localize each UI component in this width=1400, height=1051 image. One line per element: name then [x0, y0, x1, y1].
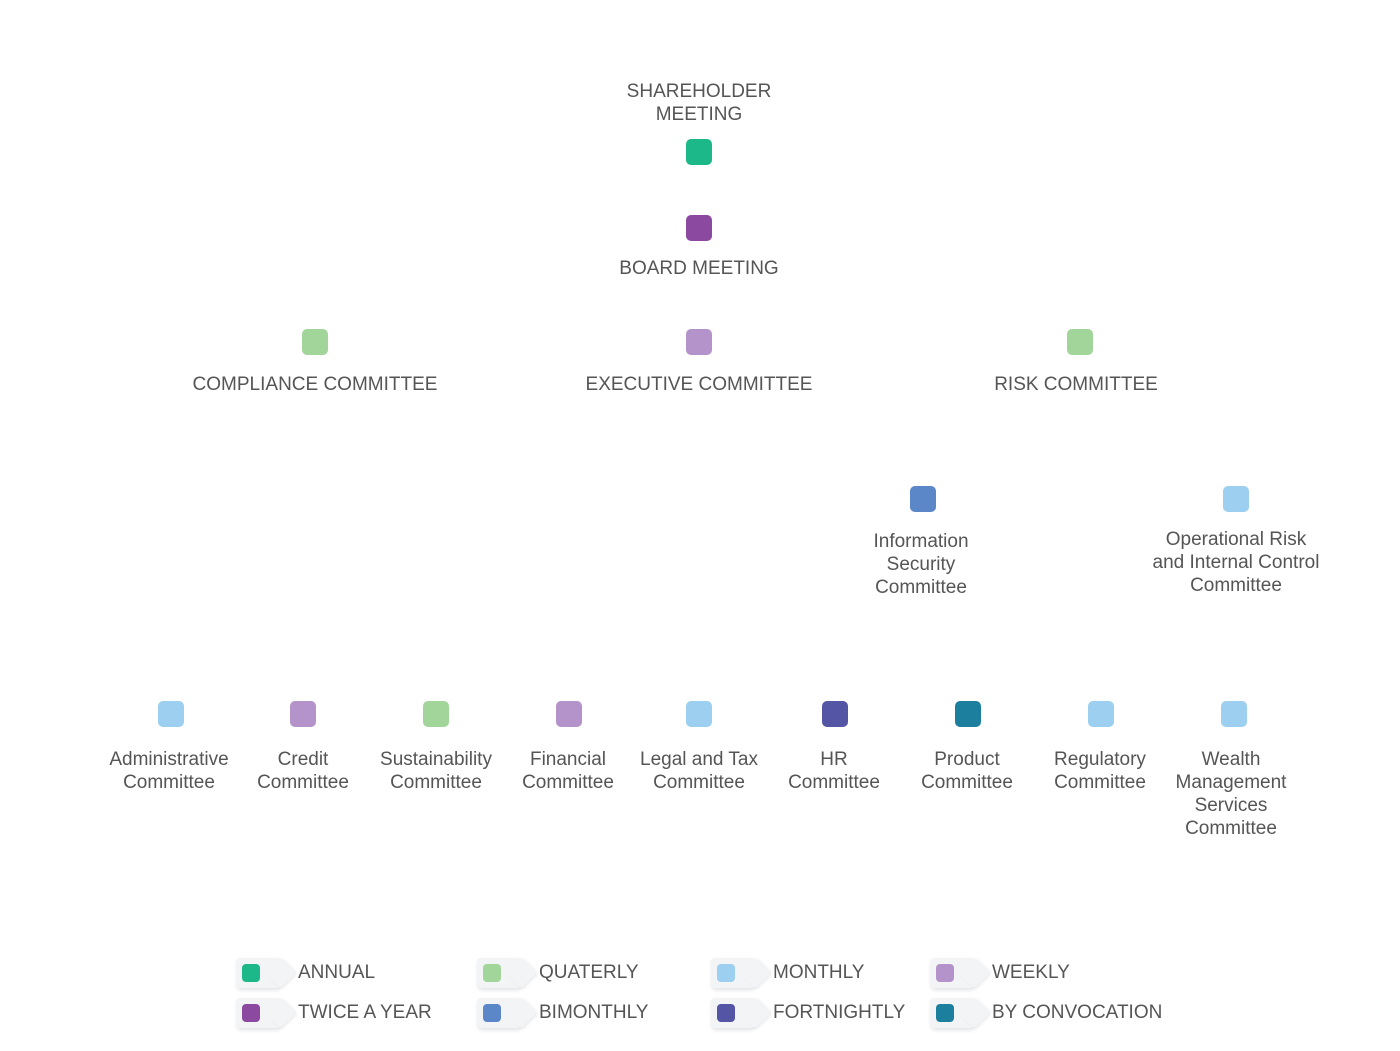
administrative-committee-marker [158, 701, 184, 727]
financial-committee-label: Financial Committee [522, 749, 614, 793]
credit-committee-label: Credit Committee [257, 749, 349, 793]
legend-label: QUATERLY [539, 962, 639, 983]
wealth-management-committee-marker [1221, 701, 1247, 727]
compliance-committee-marker [302, 329, 328, 355]
legend-color-swatch [936, 964, 954, 982]
legend-label: TWICE A YEAR [298, 1002, 432, 1023]
legend-tag [711, 998, 755, 1028]
legend-label: ANNUAL [298, 962, 376, 983]
compliance-committee-label: COMPLIANCE COMMITTEE [192, 374, 438, 395]
legend-label: FORTNIGHTLY [773, 1002, 906, 1023]
information-security-committee-marker [910, 486, 936, 512]
board-meeting-marker [686, 215, 712, 241]
legend-label: MONTHLY [773, 962, 865, 983]
legend-color-swatch [717, 964, 735, 982]
shareholder-meeting-label: SHAREHOLDER MEETING [626, 81, 772, 125]
legend-tag [236, 998, 280, 1028]
legend-tag [477, 998, 521, 1028]
product-committee-label: Product Committee [921, 749, 1013, 793]
legend-color-swatch [242, 964, 260, 982]
information-security-committee-label: Information Security Committee [873, 531, 969, 598]
executive-committee-marker [686, 329, 712, 355]
legend-tag [930, 958, 974, 988]
hr-committee-marker [822, 701, 848, 727]
sustainability-committee-label: Sustainability Committee [380, 749, 492, 793]
legend-label: WEEKLY [992, 962, 1070, 983]
legal-tax-committee-label: Legal and Tax Committee [640, 749, 758, 793]
legend-color-swatch [483, 1004, 501, 1022]
legend-tag [711, 958, 755, 988]
legend-label: BIMONTHLY [539, 1002, 649, 1023]
legal-tax-committee-marker [686, 701, 712, 727]
financial-committee-marker [556, 701, 582, 727]
shareholder-meeting-marker [686, 139, 712, 165]
executive-committee-label: EXECUTIVE COMMITTEE [585, 374, 813, 395]
wealth-management-committee-label: Wealth Management Services Committee [1175, 749, 1287, 839]
product-committee-marker [955, 701, 981, 727]
operational-risk-committee-marker [1223, 486, 1249, 512]
legend-tag [236, 958, 280, 988]
legend-tag [477, 958, 521, 988]
legend-color-swatch [483, 964, 501, 982]
legend-color-swatch [717, 1004, 735, 1022]
legend-color-swatch [936, 1004, 954, 1022]
legend-label: BY CONVOCATION [992, 1002, 1163, 1023]
administrative-committee-label: Administrative Committee [109, 749, 229, 793]
risk-committee-marker [1067, 329, 1093, 355]
operational-risk-committee-label: Operational Risk and Internal Control Co… [1152, 529, 1320, 596]
risk-committee-label: RISK COMMITTEE [994, 374, 1158, 395]
legend-color-swatch [242, 1004, 260, 1022]
regulatory-committee-label: Regulatory Committee [1054, 749, 1146, 793]
legend-tag [930, 998, 974, 1028]
credit-committee-marker [290, 701, 316, 727]
regulatory-committee-marker [1088, 701, 1114, 727]
hr-committee-label: HR Committee [788, 749, 880, 793]
sustainability-committee-marker [423, 701, 449, 727]
board-meeting-label: BOARD MEETING [619, 258, 779, 279]
